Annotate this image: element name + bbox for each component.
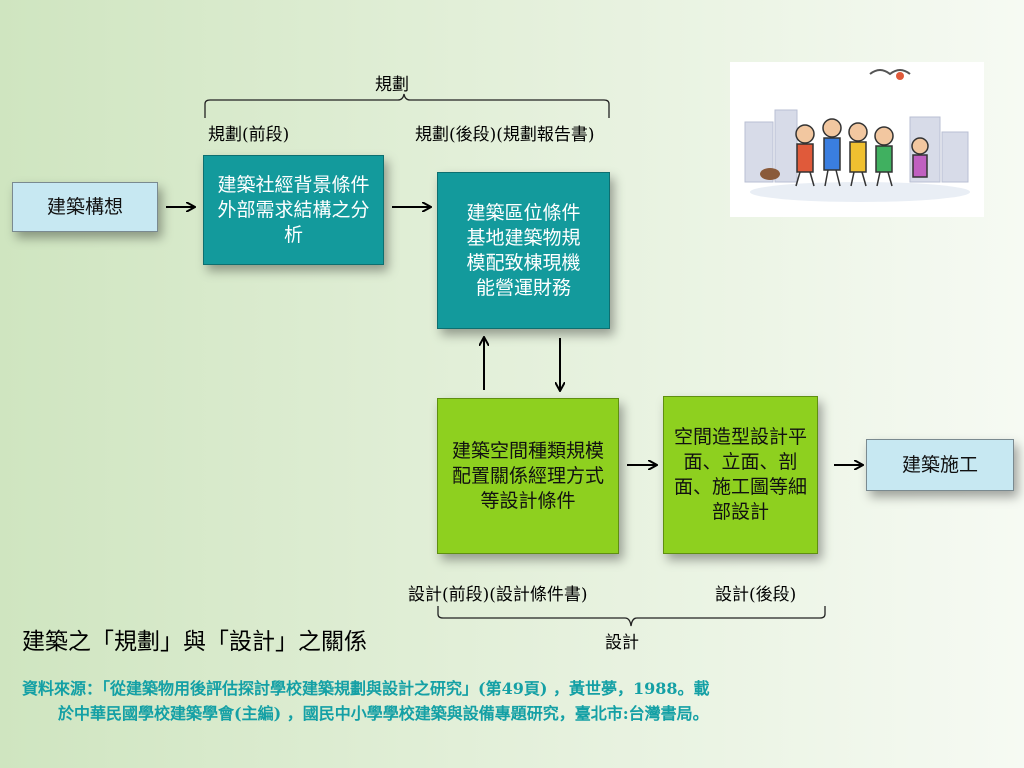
box-socioeconomic-analysis: 建築社經背景條件外部需求結構之分析 (203, 155, 384, 265)
diagram-title: 建築之「規劃」與「設計」之關係 (22, 629, 367, 655)
box-space-conditions: 建築空間種類規模配置關係經理方式等設計條件 (437, 398, 619, 554)
design-brace (437, 606, 826, 627)
source-citation: 資料來源：「從建築物用後評估探討學校建築規劃與設計之研究」(第49頁) ，黃世夢… (22, 676, 1002, 726)
planning-back-label: 規劃(後段)(規劃報告書) (415, 125, 595, 145)
box-location-text: 建築區位條件基地建築物規模配致棟現機能營運財務 (466, 201, 581, 299)
planning-main-label: 規劃 (375, 75, 409, 95)
box-concept: 建築構想 (12, 182, 158, 232)
design-main-label: 設計 (605, 633, 639, 653)
source-line-1: 資料來源：「從建築物用後評估探討學校建築規劃與設計之研究」(第49頁) ，黃世夢… (22, 679, 710, 698)
planning-brace (204, 93, 610, 118)
box-space-text: 建築空間種類規模配置關係經理方式等設計條件 (451, 439, 604, 512)
children-illustration (730, 62, 984, 217)
box-concept-text: 建築構想 (46, 195, 123, 218)
design-front-label: 設計(前段)(設計條件書) (408, 585, 588, 605)
design-back-label: 設計(後段) (715, 585, 797, 605)
box-socioeconomic-text: 建築社經背景條件外部需求結構之分析 (217, 173, 370, 246)
box-construction-text: 建築施工 (901, 453, 978, 476)
box-construction: 建築施工 (866, 439, 1014, 491)
planning-front-label: 規劃(前段) (208, 125, 290, 145)
box-form-text: 空間造型設計平面、立面、剖面、施工圖等細部設計 (674, 426, 808, 523)
box-form-design: 空間造型設計平面、立面、剖面、施工圖等細部設計 (663, 396, 818, 554)
box-location-conditions: 建築區位條件基地建築物規模配致棟現機能營運財務 (437, 172, 610, 329)
source-line-2: 於中華民國學校建築學會(主編) ，國民中小學學校建築與設備專題研究，臺北市:台灣… (58, 704, 709, 723)
